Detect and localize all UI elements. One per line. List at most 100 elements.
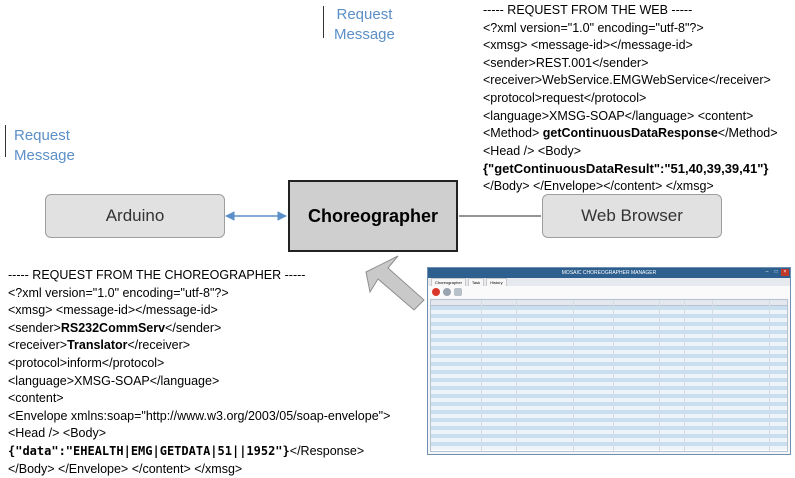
choreo-msg-receiver-line: <receiver>Translator</receiver>: [8, 337, 390, 355]
grid-header: [431, 300, 787, 306]
choreo-msg-line: <language>XMSG-SOAP</language>: [8, 373, 220, 388]
left-request-label-line1: Request: [14, 127, 70, 144]
grid-row: [431, 378, 787, 382]
grid-row: [431, 414, 787, 418]
grid-row: [431, 362, 787, 366]
grid-row: [431, 342, 787, 346]
grid-column-divider: [612, 300, 614, 451]
web-msg-line: <Head /> <Body>: [483, 143, 581, 158]
screenshot-tabs: Choreographer Task History: [428, 278, 790, 286]
web-browser-box: Web Browser: [542, 194, 722, 238]
choreo-msg-sender-line: <sender>RS232CommServ</sender>: [8, 320, 390, 338]
grid-row: [431, 398, 787, 402]
grid-column-divider: [712, 300, 714, 451]
choreo-msg-line: <Head /> <Body>: [8, 426, 106, 441]
top-request-label: Request Message: [334, 5, 395, 45]
web-msg-line: <protocol>request</protocol>: [483, 90, 647, 105]
grid-row: [431, 410, 787, 414]
choreo-msg-line: <Envelope xmlns:soap="http://www.w3.org/…: [8, 408, 391, 423]
maximize-icon: □: [774, 269, 778, 275]
web-msg-line: <?xml version="1.0" encoding="utf-8"?>: [483, 20, 704, 35]
choreographer-request-message: ----- REQUEST FROM THE CHOREOGRAPHER ---…: [8, 267, 390, 478]
grid-column-divider: [573, 300, 575, 451]
grid-row: [431, 406, 787, 410]
grid-column-divider: [769, 300, 771, 451]
left-label-bracket: [5, 125, 6, 157]
grid-row: [431, 382, 787, 386]
left-request-label: Request Message: [14, 126, 75, 166]
choreo-msg-data-line: {"data":"EHEALTH|EMG|GETDATA|51||1952"}<…: [8, 443, 390, 461]
grid-row: [431, 394, 787, 398]
grid-row: [431, 370, 787, 374]
choreo-receiver-close: </receiver>: [127, 338, 191, 353]
refresh-icon: [443, 288, 451, 296]
grid-row: [431, 354, 787, 358]
grid-row: [431, 358, 787, 362]
top-label-bracket: [323, 6, 324, 38]
grid-row: [431, 306, 787, 310]
screenshot-titlebar: MOSAIC CHOREOGRAPHER MANAGER – □ ×: [428, 268, 790, 278]
web-msg-line: <sender>REST.001</sender>: [483, 55, 649, 70]
choreo-msg-line: ----- REQUEST FROM THE CHOREOGRAPHER ---…: [8, 268, 306, 282]
stop-icon: [432, 288, 440, 296]
close-icon: ×: [781, 269, 789, 276]
grid-row: [431, 434, 787, 438]
grid-row: [431, 430, 787, 434]
grid-row: [431, 418, 787, 422]
grid-row: [431, 426, 787, 430]
web-msg-line: <language>XMSG-SOAP</language> <content>: [483, 108, 754, 123]
grid-row: [431, 346, 787, 350]
top-request-label-line2: Message: [334, 26, 395, 43]
choreo-msg-data: {"data":"EHEALTH|EMG|GETDATA|51||1952"}: [8, 443, 290, 458]
choreo-sender-close: </sender>: [165, 320, 222, 335]
choreo-msg-line: <xmsg> <message-id></message-id>: [8, 303, 218, 318]
web-msg-method-name: getContinuousDataResponse: [542, 126, 718, 141]
web-msg-method-line: <Method> getContinuousDataResponse</Meth…: [483, 125, 778, 143]
grid-row: [431, 442, 787, 446]
arduino-box: Arduino: [45, 194, 225, 238]
screenshot-tab: History: [486, 278, 507, 286]
grid-row: [431, 374, 787, 378]
web-msg-result-line: {"getContinuousDataResult":"51,40,39,39,…: [483, 161, 769, 177]
screenshot-data-grid: [430, 299, 788, 452]
choreo-receiver-name: Translator: [67, 338, 128, 353]
grid-column-divider: [516, 300, 518, 451]
web-msg-line: </Body> </Envelope></content> </xmsg>: [483, 178, 714, 193]
grid-row: [431, 422, 787, 426]
arduino-label: Arduino: [105, 206, 165, 225]
grid-row: [431, 318, 787, 322]
screenshot-toolbar: [428, 286, 790, 298]
left-request-label-line2: Message: [14, 147, 75, 164]
grid-row: [431, 402, 787, 406]
grid-row: [431, 310, 787, 314]
web-msg-line: <xmsg> <message-id></message-id>: [483, 38, 693, 53]
grid-row: [431, 390, 787, 394]
choreo-msg-response-close: </Response>: [289, 443, 365, 458]
choreographer-manager-screenshot: MOSAIC CHOREOGRAPHER MANAGER – □ × Chore…: [427, 267, 791, 455]
web-msg-method-open: <Method>: [483, 126, 543, 141]
web-request-message: ----- REQUEST FROM THE WEB ----- <?xml v…: [483, 2, 778, 196]
clear-icon: [454, 288, 462, 296]
choreographer-box: Choreographer: [288, 180, 458, 252]
grid-row: [431, 314, 787, 318]
grid-column-divider: [480, 300, 482, 451]
screenshot-tab: Task: [467, 278, 485, 286]
grid-column-divider: [658, 300, 660, 451]
choreo-msg-line: <protocol>inform</protocol>: [8, 355, 165, 370]
web-browser-label: Web Browser: [581, 206, 683, 225]
grid-row: [431, 438, 787, 442]
grid-row: [431, 338, 787, 342]
web-msg-method-close: </Method>: [717, 126, 778, 141]
choreo-msg-line: <?xml version="1.0" encoding="utf-8"?>: [8, 285, 229, 300]
grid-row: [431, 350, 787, 354]
screenshot-title: MOSAIC CHOREOGRAPHER MANAGER: [561, 270, 657, 276]
choreo-msg-line: </Body> </Envelope> </content> </xmsg>: [8, 461, 243, 476]
grid-row: [431, 446, 787, 450]
choreo-sender-open: <sender>: [8, 320, 61, 335]
choreographer-label: Choreographer: [307, 205, 439, 226]
web-msg-line: ----- REQUEST FROM THE WEB -----: [483, 3, 693, 17]
grid-column-divider: [683, 300, 685, 451]
top-request-label-line1: Request: [336, 6, 393, 23]
screenshot-pointer-arrow: [365, 255, 425, 311]
screenshot-tab: Choreographer: [431, 278, 466, 286]
